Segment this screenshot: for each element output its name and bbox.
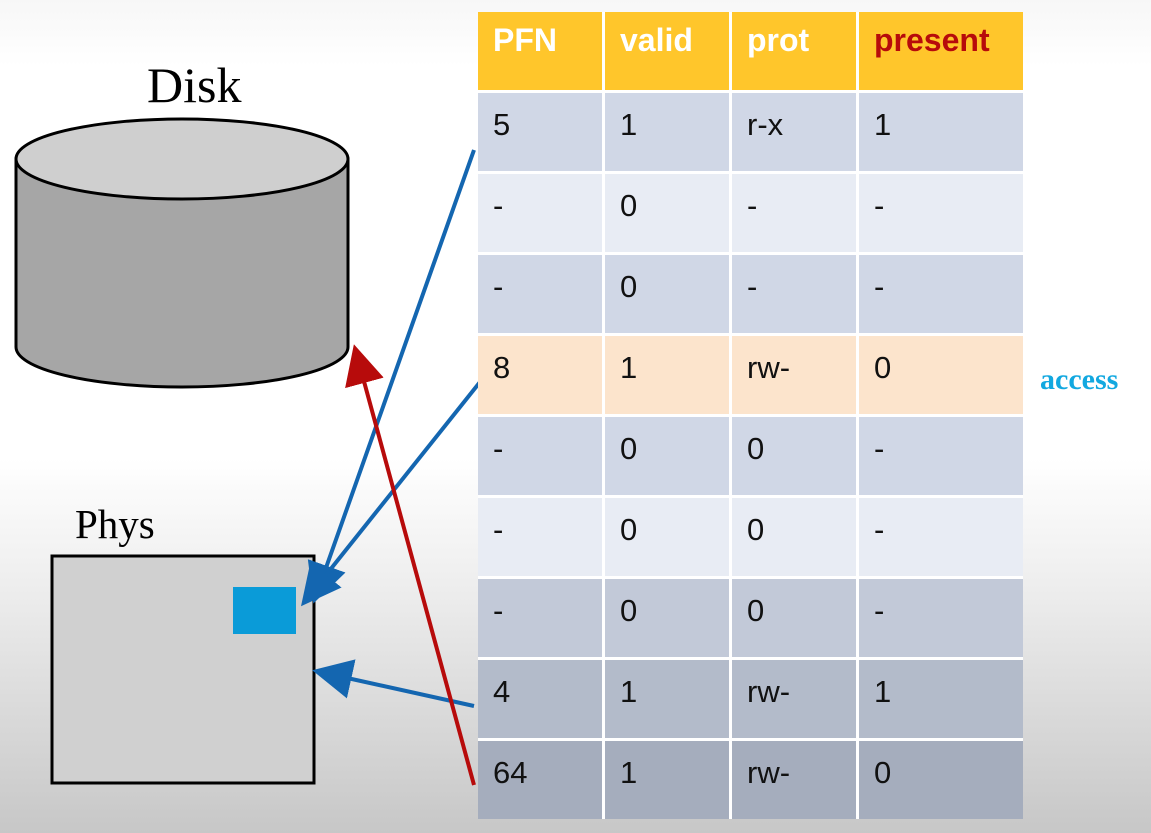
header-prot: prot: [732, 12, 856, 90]
disk-label: Disk: [147, 57, 242, 113]
highlighted-cell: 0: [859, 336, 1023, 414]
table-cell: 1: [859, 660, 1023, 738]
highlighted-cell: 1: [605, 336, 729, 414]
table-cell: -: [478, 579, 602, 657]
disk-cylinder-icon: [14, 117, 350, 389]
table-cell: -: [732, 174, 856, 252]
table-cell: -: [732, 255, 856, 333]
table-cell: -: [859, 417, 1023, 495]
table-cell: -: [859, 579, 1023, 657]
arrow-pfn4-to-phys: [312, 659, 475, 708]
table-cell: -: [478, 498, 602, 576]
page-table: PFN valid prot present 5 1 r-x 1 - 0 - -…: [478, 12, 1023, 819]
table-cell: 0: [605, 255, 729, 333]
table-cell: 0: [605, 498, 729, 576]
table-cell: -: [478, 417, 602, 495]
table-cell: -: [859, 255, 1023, 333]
table-cell: 64: [478, 741, 602, 819]
table-cell: 0: [605, 579, 729, 657]
table-cell: rw-: [732, 660, 856, 738]
table-cell: 0: [732, 498, 856, 576]
phys-label: Phys: [75, 501, 155, 547]
table-cell: -: [859, 498, 1023, 576]
highlighted-cell: 8: [478, 336, 602, 414]
header-valid: valid: [605, 12, 729, 90]
table-cell: -: [859, 174, 1023, 252]
table-cell: 0: [859, 741, 1023, 819]
highlighted-cell: rw-: [732, 336, 856, 414]
table-cell: -: [478, 255, 602, 333]
arrow-pfn64-to-disk: [345, 344, 476, 786]
table-cell: 0: [605, 417, 729, 495]
table-cell: 1: [605, 741, 729, 819]
table-cell: r-x: [732, 93, 856, 171]
header-present: present: [859, 12, 1023, 90]
table-cell: 1: [859, 93, 1023, 171]
arrow-pfn5-to-phys: [307, 149, 476, 604]
table-cell: 1: [605, 660, 729, 738]
memory-page-block: [233, 587, 296, 634]
table-cell: 0: [732, 417, 856, 495]
table-cell: 0: [605, 174, 729, 252]
table-cell: 5: [478, 93, 602, 171]
table-cell: 4: [478, 660, 602, 738]
table-cell: -: [478, 174, 602, 252]
table-cell: rw-: [732, 741, 856, 819]
access-label: access: [1040, 363, 1119, 396]
header-pfn: PFN: [478, 12, 602, 90]
table-cell: 1: [605, 93, 729, 171]
table-cell: 0: [732, 579, 856, 657]
